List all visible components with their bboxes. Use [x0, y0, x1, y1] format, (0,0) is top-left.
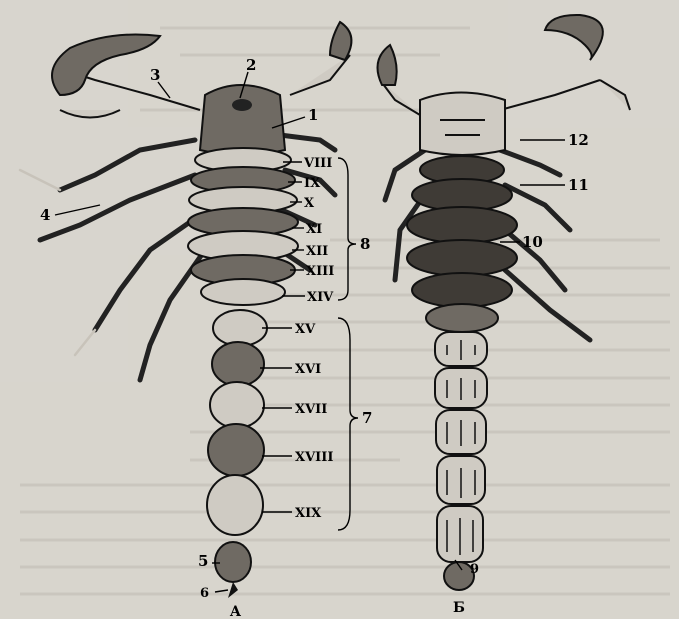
label-11: 11 — [568, 176, 589, 194]
label-IX: IX — [304, 176, 321, 191]
label-7: 7 — [362, 409, 372, 427]
caption-B: Б — [453, 600, 465, 616]
label-XVII: XVII — [295, 402, 327, 417]
label-1: 1 — [308, 106, 318, 124]
dorsal-telson — [215, 542, 251, 582]
label-XIX: XIX — [295, 506, 322, 521]
label-9: 9 — [470, 562, 479, 577]
label-10: 10 — [522, 233, 543, 251]
caption-A: A — [229, 604, 242, 619]
label-XVI: XVI — [295, 362, 321, 377]
label-X: X — [304, 196, 315, 211]
label-XIII: XIII — [306, 264, 334, 279]
label-8: 8 — [360, 235, 370, 253]
label-4: 4 — [40, 206, 50, 224]
label-XI: XI — [306, 222, 322, 237]
label-3: 3 — [150, 66, 160, 84]
ventral-prosoma — [420, 93, 505, 156]
label-VIII: VIII — [303, 156, 332, 171]
label-5: 5 — [198, 552, 208, 570]
label-6: 6 — [200, 586, 209, 601]
label-XIV: XIV — [307, 290, 334, 305]
label-XII: XII — [306, 244, 328, 259]
dorsal-carapace — [200, 85, 285, 155]
label-12: 12 — [568, 131, 589, 149]
label-2: 2 — [246, 56, 256, 74]
label-XVIII: XVIII — [295, 450, 333, 465]
label-XV: XV — [295, 322, 316, 337]
